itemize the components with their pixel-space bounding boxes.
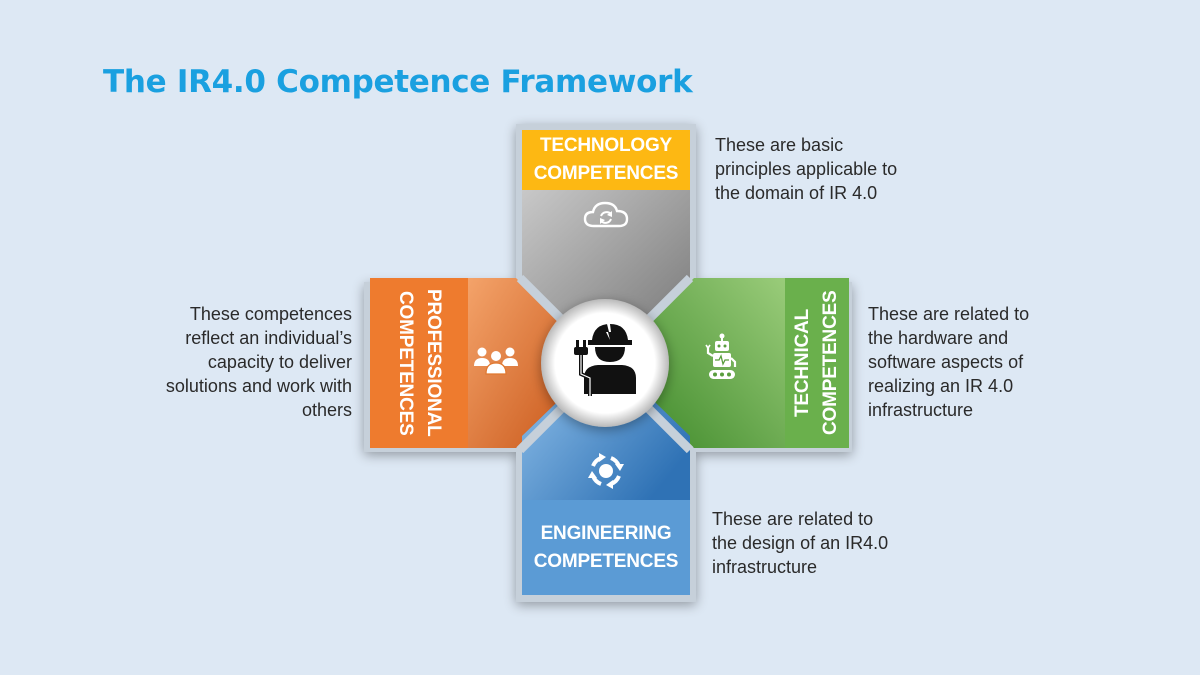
- robot-icon: [704, 333, 740, 383]
- engineering-description: These are related to the design of an IR…: [712, 509, 889, 577]
- professional-arm: [370, 278, 572, 448]
- engineering-competences-label: ENGINEERING COMPETENCES: [533, 523, 679, 572]
- cycle-arrows-icon: [585, 450, 627, 492]
- engineer-with-plug-icon: [570, 318, 642, 398]
- technical-competences-label: TECHNICAL COMPETENCES: [792, 290, 841, 436]
- page-title: The IR4.0 Competence Framework: [103, 64, 693, 100]
- professional-description: These competences reflect an individual’…: [165, 304, 352, 420]
- technology-competences-label: TECHNOLOGY COMPETENCES: [533, 135, 679, 184]
- technical-description: These are related to the hardware and so…: [868, 304, 1030, 420]
- technology-arm: [522, 130, 690, 350]
- people-group-icon: [473, 346, 519, 376]
- cloud-sync-icon: [582, 198, 630, 230]
- professional-competences-label: PROFESSIONAL COMPETENCES: [395, 289, 444, 437]
- technical-arm: [638, 278, 849, 448]
- technology-description: These are basic principles applicable to…: [715, 135, 898, 203]
